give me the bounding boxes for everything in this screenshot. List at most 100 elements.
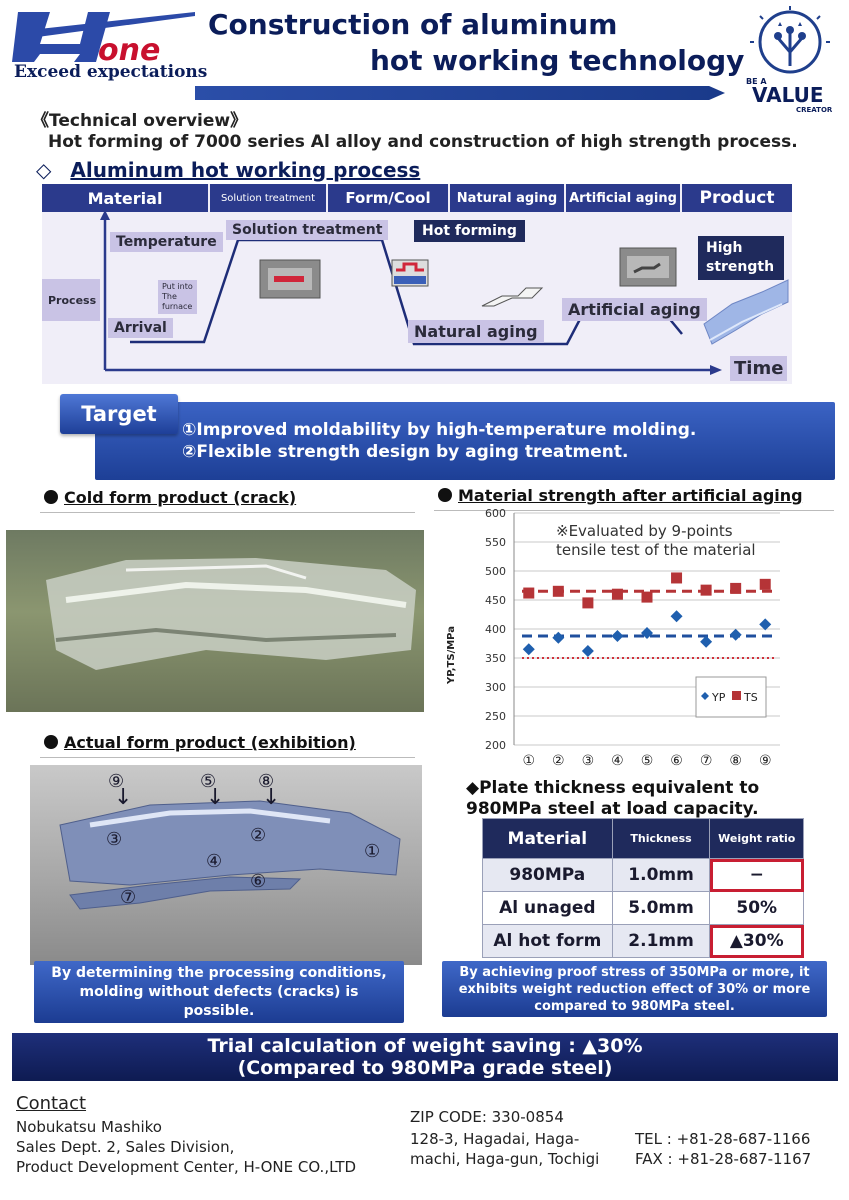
- x-tick-label: ⑦: [700, 753, 713, 769]
- legend-ts-marker: [732, 691, 741, 700]
- target-band: [95, 402, 835, 480]
- temperature-label: Temperature: [110, 232, 223, 252]
- col-header-material: Material: [482, 818, 613, 859]
- put-into-line1: Put into: [162, 282, 193, 291]
- contact-center: Product Development Center, H-ONE CO.,LT…: [16, 1158, 357, 1176]
- page-title-line1: Construction of aluminum: [208, 8, 618, 41]
- row-ratio: −: [709, 858, 804, 892]
- legend-yp-label: YP: [711, 691, 726, 704]
- row-thickness: 1.0mm: [611, 858, 711, 892]
- overview-heading: 《Technical overview》: [32, 111, 248, 131]
- trial-line1: Trial calculation of weight saving : ▲30…: [207, 1035, 643, 1057]
- y-tick-label: 450: [485, 594, 506, 607]
- plate-heading-line2: 980MPa steel at load capacity.: [466, 799, 759, 819]
- arrow-down-icon: ↓: [206, 785, 225, 810]
- strength-chart-heading-text: Material strength after artificial aging: [458, 486, 803, 505]
- trial-calculation-banner: Trial calculation of weight saving : ▲30…: [12, 1033, 838, 1081]
- row-material: 980MPa: [482, 858, 613, 892]
- y-tick-label: 500: [485, 565, 506, 578]
- col-natural-aging: Natural aging: [450, 184, 564, 212]
- arrow-down-icon: ↓: [262, 785, 281, 810]
- product-part-image: [703, 279, 789, 345]
- ts-data-point: [582, 597, 594, 609]
- yp-data-point: [522, 643, 535, 656]
- diamond-icon: ◇: [36, 158, 52, 182]
- trial-line2: (Compared to 980MPa grade steel): [237, 1057, 613, 1079]
- x-tick-label: ②: [552, 753, 565, 769]
- arrow-down-icon: ↓: [114, 785, 133, 810]
- process-curve: [100, 210, 789, 375]
- overview-text: Hot forming of 7000 series Al alloy and …: [48, 132, 798, 152]
- y-tick-label: 300: [485, 681, 506, 694]
- ts-data-point: [552, 585, 564, 597]
- callout-no-defects: By determining the processing conditions…: [34, 961, 404, 1023]
- logo-wordmark: one: [98, 33, 160, 66]
- process-section-title: Aluminum hot working process: [70, 158, 421, 182]
- yp-data-point: [729, 628, 742, 641]
- row-thickness: 5.0mm: [611, 891, 711, 925]
- y-tick-label: 400: [485, 623, 506, 636]
- company-tagline: Exceed expectations: [14, 62, 208, 82]
- target-point-2: ②Flexible strength design by aging treat…: [182, 442, 629, 462]
- put-into-line3: furnace: [162, 302, 193, 311]
- contact-address-line2: machi, Haga-gun, Tochigi: [410, 1150, 600, 1168]
- yp-data-point: [759, 618, 772, 631]
- cold-form-heading-text: Cold form product (crack): [64, 488, 297, 507]
- cold-form-divider: [40, 512, 415, 513]
- strength-chart-divider: [434, 510, 834, 511]
- furnace-icon-1: [259, 259, 321, 299]
- col-header-weight-ratio: Weight ratio: [709, 818, 804, 859]
- y-tick-label: 550: [485, 536, 506, 549]
- ts-data-point: [523, 587, 535, 599]
- contact-zip: ZIP CODE: 330-0854: [410, 1108, 564, 1126]
- x-tick-label: ⑤: [641, 753, 654, 769]
- point-marker-2: ②: [250, 825, 267, 846]
- ts-data-point: [611, 588, 623, 600]
- ts-data-point: [700, 584, 712, 596]
- col-form-cool: Form/Cool: [328, 184, 448, 212]
- chart-ylabel: YP,TS/MPa: [446, 626, 457, 685]
- col-artificial-aging: Artificial aging: [566, 184, 680, 212]
- y-tick-label: 600: [485, 507, 506, 520]
- x-tick-label: ③: [582, 753, 595, 769]
- row-thickness: 2.1mm: [611, 924, 711, 958]
- actual-form-heading-text: Actual form product (exhibition): [64, 733, 356, 752]
- table-row: Al unaged 5.0mm 50%: [482, 891, 804, 925]
- col-header-thickness: Thickness: [611, 818, 711, 859]
- y-tick-label: 200: [485, 739, 506, 752]
- title-underline-bar: [195, 86, 725, 100]
- point-marker-3: ③: [106, 829, 123, 850]
- bullet-icon: [44, 735, 58, 749]
- furnace-icon-2: [619, 247, 677, 287]
- yp-data-point: [700, 635, 713, 648]
- callout-weight-reduction: By achieving proof stress of 350MPa or m…: [442, 961, 827, 1017]
- high-strength-line1: High: [706, 240, 743, 256]
- actual-form-heading: Actual form product (exhibition): [44, 733, 356, 752]
- point-marker-8: ⑧: [258, 771, 275, 792]
- page-title-line2: hot working technology: [370, 44, 745, 77]
- plate-heading-line1: ◆Plate thickness equivalent to: [466, 778, 760, 798]
- actual-form-photo: ⑨ ⑤ ⑧ ↓ ↓ ↓ ③ ② ④ ① ⑥ ⑦: [30, 765, 422, 965]
- high-strength-label: High strength: [698, 236, 784, 280]
- weight-ratio-table: Material Thickness Weight ratio 980MPa 1…: [482, 818, 804, 958]
- chart-note-line1: ※Evaluated by 9-points: [556, 522, 733, 540]
- contact-name: Nobukatsu Mashiko: [16, 1118, 162, 1136]
- ts-data-point: [641, 591, 653, 603]
- chart-note-line2: tensile test of the material: [556, 541, 756, 559]
- point-marker-5: ⑤: [200, 771, 217, 792]
- process-section-heading: ◇ Aluminum hot working process: [36, 158, 420, 182]
- y-tick-label: 350: [485, 652, 506, 665]
- company-logo: one: [10, 4, 200, 68]
- col-material: Material: [42, 184, 208, 212]
- x-tick-label: ⑨: [759, 753, 772, 769]
- artificial-aging-label: Artificial aging: [562, 298, 707, 321]
- process-diagram: Material Solution treatment Form/Cool Na…: [42, 184, 792, 384]
- x-tick-label: ①: [522, 753, 535, 769]
- ts-data-point: [759, 578, 771, 590]
- yp-data-point: [670, 610, 683, 623]
- legend-ts-label: TS: [743, 691, 758, 704]
- col-product: Product: [682, 184, 792, 212]
- actual-form-divider: [40, 757, 415, 758]
- point-marker-6: ⑥: [250, 871, 267, 892]
- process-axis-label: Process: [42, 279, 100, 321]
